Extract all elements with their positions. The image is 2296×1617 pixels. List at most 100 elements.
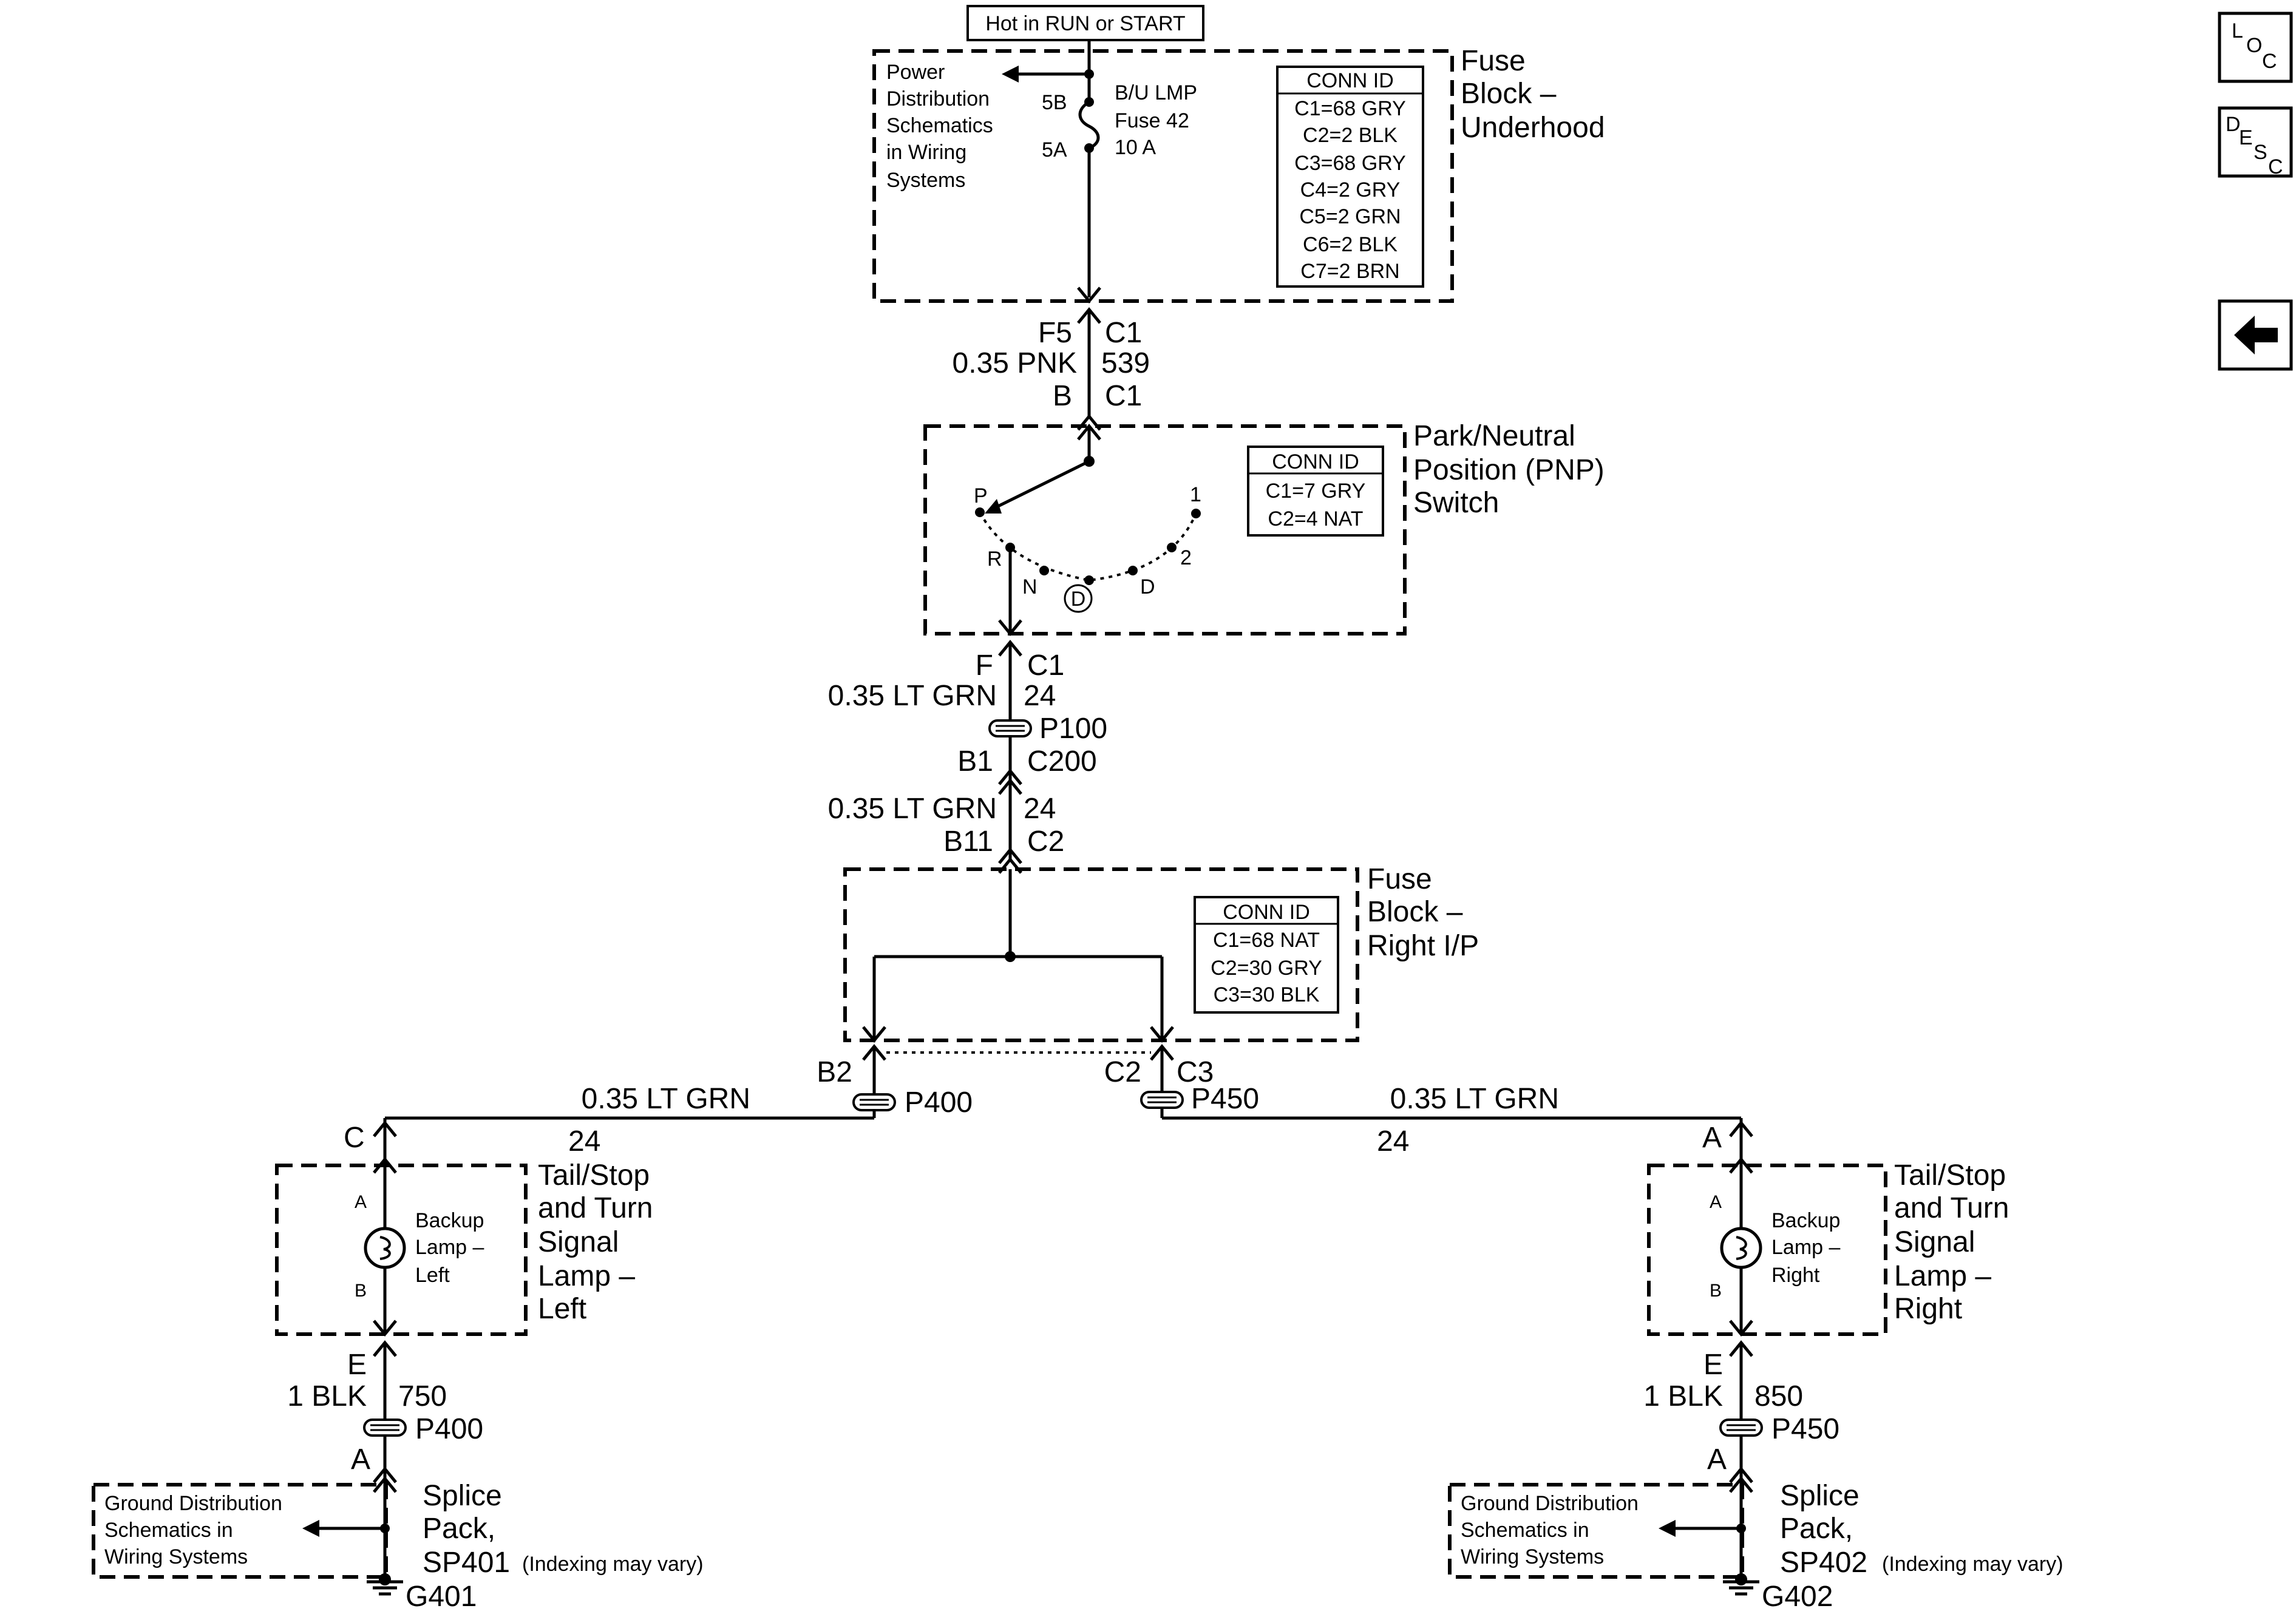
svg-text:E: E: [347, 1349, 367, 1381]
svg-text:2: 2: [1180, 546, 1192, 569]
svg-text:C1: C1: [1105, 380, 1142, 412]
svg-text:0.35 LT GRN: 0.35 LT GRN: [1390, 1083, 1559, 1115]
svg-text:C3=30 BLK: C3=30 BLK: [1214, 983, 1320, 1006]
svg-text:C3: C3: [1177, 1056, 1214, 1088]
svg-text:Splice: Splice: [1780, 1480, 1860, 1512]
svg-text:S: S: [2254, 141, 2267, 164]
svg-text:C: C: [2268, 155, 2283, 178]
svg-text:B2: B2: [817, 1056, 852, 1088]
svg-text:24: 24: [1024, 793, 1056, 825]
svg-text:C2=30 GRY: C2=30 GRY: [1211, 957, 1322, 980]
ground-distribution-ref-left[interactable]: Ground Distribution Schematics in Wiring…: [92, 1483, 390, 1579]
back-button[interactable]: [2218, 299, 2293, 371]
svg-text:Park/Neutral: Park/Neutral: [1413, 420, 1575, 452]
svg-text:Ground Distribution: Ground Distribution: [1461, 1492, 1639, 1515]
svg-text:C1=7 GRY: C1=7 GRY: [1266, 480, 1366, 503]
back-arrow-icon: [2234, 316, 2278, 354]
svg-text:R: R: [987, 547, 1002, 571]
svg-text:C5=2 GRN: C5=2 GRN: [1299, 205, 1401, 228]
svg-text:CONN ID: CONN ID: [1272, 450, 1359, 473]
svg-text:A: A: [355, 1192, 367, 1212]
svg-text:Lamp –: Lamp –: [1894, 1260, 1991, 1292]
svg-text:Tail/Stop: Tail/Stop: [538, 1159, 650, 1192]
svg-text:D: D: [1140, 575, 1155, 598]
svg-text:Right: Right: [1771, 1264, 1820, 1287]
svg-text:Underhood: Underhood: [1461, 112, 1605, 144]
svg-text:C200: C200: [1027, 745, 1097, 778]
wire-24-lt-grn-main: F C1 0.35 LT GRN 24 P100 B1 C200 0.35 LT…: [828, 642, 1107, 873]
svg-text:Switch: Switch: [1413, 487, 1499, 519]
svg-text:B/U LMP: B/U LMP: [1115, 81, 1197, 104]
svg-text:G402: G402: [1762, 1581, 1833, 1613]
svg-text:0.35 LT GRN: 0.35 LT GRN: [582, 1083, 750, 1115]
description-button[interactable]: D E S C: [2218, 106, 2293, 178]
hot-in-run-label: Hot in RUN or START: [966, 5, 1204, 41]
fuse-block-underhood: Fuse Block – Underhood Power Distributio…: [872, 40, 1605, 303]
svg-text:C3=68 GRY: C3=68 GRY: [1294, 152, 1406, 175]
svg-text:C2: C2: [1027, 825, 1064, 858]
svg-text:C6=2 BLK: C6=2 BLK: [1303, 233, 1398, 256]
svg-text:E: E: [2239, 126, 2253, 149]
ground-distribution-ref-right[interactable]: Ground Distribution Schematics in Wiring…: [1448, 1483, 1746, 1579]
svg-text:Schematics in: Schematics in: [104, 1519, 233, 1542]
svg-text:Lamp –: Lamp –: [538, 1260, 635, 1292]
svg-text:5A: 5A: [1042, 138, 1067, 161]
svg-text:F: F: [976, 649, 993, 682]
svg-text:Schematics in: Schematics in: [1461, 1519, 1589, 1542]
svg-text:O: O: [2246, 34, 2262, 57]
svg-text:A: A: [351, 1443, 370, 1476]
svg-text:Right I/P: Right I/P: [1367, 930, 1479, 962]
svg-text:P400: P400: [415, 1413, 483, 1445]
left-branch: B2 P400 0.35 LT GRN 24 C A B Backup Lamp…: [92, 1044, 973, 1613]
svg-text:850: 850: [1754, 1380, 1803, 1412]
svg-text:Fuse 42: Fuse 42: [1115, 109, 1189, 132]
svg-text:1 BLK: 1 BLK: [1643, 1380, 1723, 1412]
svg-text:in Wiring: in Wiring: [886, 141, 966, 164]
svg-text:and Turn: and Turn: [1894, 1192, 2009, 1224]
svg-text:C1: C1: [1027, 649, 1064, 682]
svg-text:C7=2 BRN: C7=2 BRN: [1300, 260, 1399, 283]
svg-text:CONN ID: CONN ID: [1223, 901, 1310, 924]
svg-text:SP401: SP401: [423, 1547, 510, 1579]
svg-text:0.35 PNK: 0.35 PNK: [953, 347, 1077, 379]
backup-lamp-right: A B Backup Lamp – Right Tail/Stop and Tu…: [1647, 1159, 2009, 1337]
svg-text:Signal: Signal: [1894, 1226, 1975, 1258]
svg-text:24: 24: [1377, 1125, 1409, 1158]
svg-text:C1=68 NAT: C1=68 NAT: [1213, 929, 1320, 952]
svg-text:C4=2 GRY: C4=2 GRY: [1300, 178, 1401, 202]
svg-text:C1: C1: [1105, 317, 1142, 349]
svg-text:CONN ID: CONN ID: [1306, 69, 1394, 92]
svg-text:1 BLK: 1 BLK: [287, 1380, 367, 1412]
svg-text:A: A: [1710, 1192, 1722, 1212]
svg-text:C: C: [344, 1122, 365, 1154]
svg-text:and Turn: and Turn: [538, 1192, 653, 1224]
svg-text:E: E: [1703, 1349, 1723, 1381]
location-button[interactable]: L O C: [2218, 12, 2293, 83]
svg-text:Backup: Backup: [415, 1209, 484, 1232]
svg-text:Tail/Stop: Tail/Stop: [1894, 1159, 2006, 1192]
svg-text:Position (PNP): Position (PNP): [1413, 454, 1605, 486]
svg-text:SP402: SP402: [1780, 1547, 1867, 1579]
svg-text:Pack,: Pack,: [1780, 1513, 1853, 1545]
backup-lamp-left: A B Backup Lamp – Left Tail/Stop and Tur…: [275, 1159, 653, 1337]
svg-text:Distribution: Distribution: [886, 87, 990, 110]
svg-text:5B: 5B: [1042, 91, 1067, 114]
svg-text:539: 539: [1101, 347, 1150, 379]
svg-text:C2: C2: [1104, 1056, 1141, 1088]
svg-text:Ground Distribution: Ground Distribution: [104, 1492, 282, 1515]
svg-text:Pack,: Pack,: [423, 1513, 495, 1545]
svg-text:750: 750: [398, 1380, 447, 1412]
svg-text:Backup: Backup: [1771, 1209, 1840, 1232]
svg-text:Systems: Systems: [886, 169, 965, 192]
svg-text:B: B: [1710, 1281, 1722, 1301]
svg-text:B1: B1: [957, 745, 993, 778]
svg-text:24: 24: [1024, 680, 1056, 712]
svg-text:N: N: [1022, 575, 1038, 598]
svg-text:A: A: [1707, 1443, 1727, 1476]
pnp-switch: Park/Neutral Position (PNP) Switch P R N…: [923, 420, 1605, 636]
svg-text:Power: Power: [886, 61, 945, 84]
svg-text:P: P: [974, 484, 988, 507]
svg-text:G401: G401: [406, 1581, 477, 1613]
power-distribution-ref[interactable]: Power Distribution Schematics in Wiring …: [886, 61, 993, 192]
